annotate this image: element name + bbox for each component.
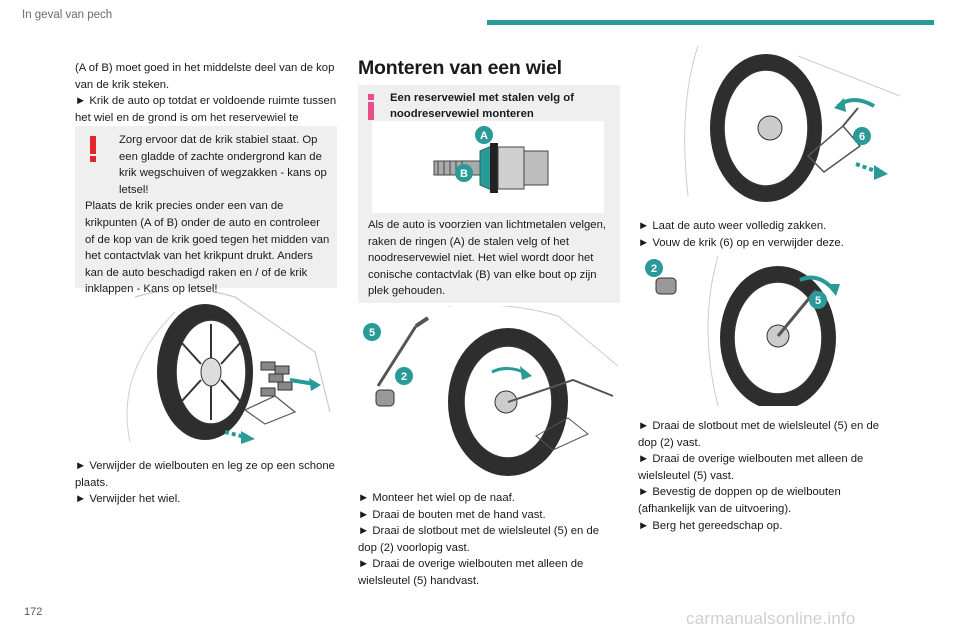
label-wrench-2: 5 [815, 295, 821, 307]
info-text: Als de auto is voorzien van lichtmetalen… [368, 219, 606, 298]
column-3-top: ► Laat de auto weer volledig zakken. ► V… [638, 218, 900, 251]
warning-box: Zorg ervoor dat de krik stabiel staat. O… [75, 126, 337, 295]
label-b: B [460, 168, 468, 180]
warning-exclamation-icon [90, 136, 96, 162]
figure-bolt-detail: A B [372, 121, 604, 213]
step-mount-hub: ► Monteer het wiel op de naaf. [358, 492, 515, 504]
step-fold-jack: ► Vouw de krik (6) op en verwijder deze. [638, 236, 844, 249]
step-remove-wheel: ► Verwijder het wiel. [75, 493, 181, 506]
column-1-bottom: ► Verwijder de wielbouten en leg ze op e… [75, 458, 337, 508]
figure-remove-wheel [126, 292, 331, 444]
warning-line-2: Plaats de krik precies onder een van de … [85, 200, 330, 296]
label-cap-2: 2 [651, 263, 657, 275]
label-cap: 2 [401, 371, 407, 383]
label-jack: 6 [859, 131, 865, 143]
watermark: carmanualsonline.info [686, 609, 856, 628]
label-a: A [480, 130, 488, 142]
figure-mount-wheel: 5 2 [363, 306, 619, 476]
page-number: 172 [24, 606, 43, 618]
warning-text: Zorg ervoor dat de krik stabiel staat. O… [85, 132, 331, 298]
step-remove-bolts: ► Verwijder de wielbouten en leg ze op e… [75, 460, 335, 489]
info-icon [368, 94, 374, 120]
step-tighten-lockbolt: ► Draai de slotbout met de wielsleutel (… [638, 420, 880, 449]
step-lower-car: ► Laat de auto weer volledig zakken. [638, 220, 827, 232]
header-accent-bar [487, 20, 934, 25]
info-box: Een reservewiel met stalen velg of noodr… [358, 85, 620, 303]
section-heading: Monteren van een wiel [358, 57, 562, 79]
running-header: In geval van pech [22, 9, 113, 21]
step-lockbolt-provisional: ► Draai de slotbout met de wielsleutel (… [358, 525, 600, 554]
step-hand-tighten: ► Draai de bouten met de hand vast. [358, 508, 546, 521]
step-raise-car: ► Krik de auto op totdat er voldoende ru… [75, 95, 337, 140]
column-2-bottom: ► Monteer het wiel op de naaf. ► Draai d… [358, 490, 620, 590]
paragraph-intro: (A of B) moet goed in het middelste deel… [75, 62, 335, 91]
step-tighten-other-bolts: ► Draai de overige wielbouten met alleen… [638, 453, 864, 482]
figure-tighten-bolts: 2 5 [645, 256, 840, 406]
column-1: (A of B) moet goed in het middelste deel… [75, 60, 337, 143]
info-title: Een reservewiel met stalen velg of noodr… [390, 92, 574, 120]
warning-line-1: Zorg ervoor dat de krik stabiel staat. O… [119, 134, 327, 196]
step-fit-caps: ► Bevestig de doppen op de wielbouten (a… [638, 486, 841, 515]
step-store-tools: ► Berg het gereedschap op. [638, 519, 783, 532]
step-other-bolts-hand: ► Draai de overige wielbouten met alleen… [358, 558, 584, 587]
figure-lower-car: 6 [684, 46, 900, 202]
label-wrench: 5 [369, 327, 375, 339]
column-3-bottom: ► Draai de slotbout met de wielsleutel (… [638, 418, 900, 534]
